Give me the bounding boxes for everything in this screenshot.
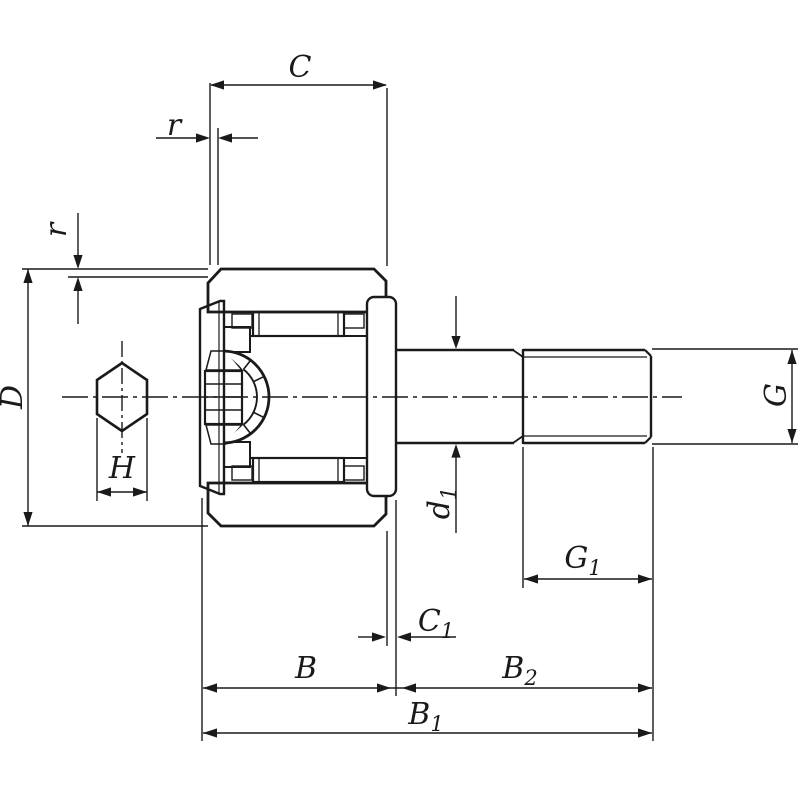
side-washer-plate xyxy=(198,299,226,496)
thread-runout-bottom xyxy=(512,435,524,444)
dimension-H xyxy=(97,487,147,497)
dimension-G1 xyxy=(524,574,652,584)
dimension-extension-lines xyxy=(22,83,798,741)
label-B: B xyxy=(294,651,317,686)
dimension-C1 xyxy=(358,632,456,642)
needle-rollers-and-seals xyxy=(231,310,368,484)
seal-bottom-left xyxy=(231,465,253,481)
seal-bottom-right xyxy=(343,465,365,481)
label-r-left: r xyxy=(39,221,74,237)
dimension-r-top xyxy=(156,133,258,143)
label-d1: d1 xyxy=(422,487,461,520)
label-G1: G1 xyxy=(564,541,601,580)
thread-runout-top xyxy=(512,349,524,358)
label-C1: C1 xyxy=(418,604,454,643)
label-B1: B1 xyxy=(407,697,443,736)
dimension-C xyxy=(210,80,387,90)
label-H: H xyxy=(108,451,136,486)
flange-dome-band xyxy=(223,351,269,443)
seal-top-left xyxy=(231,313,253,329)
dimension-B1 xyxy=(203,728,652,738)
dimension-G xyxy=(787,350,797,443)
stud-flange-head xyxy=(198,299,271,496)
label-B2: B2 xyxy=(501,651,537,690)
dimension-B-B2 xyxy=(203,683,652,693)
label-D: D xyxy=(0,385,30,410)
dimension-D xyxy=(23,269,33,526)
roller-outer-ring-section xyxy=(206,267,388,528)
dimension-r-left xyxy=(73,213,83,324)
label-r-top: r xyxy=(167,108,183,143)
label-G: G xyxy=(759,383,794,407)
dimension-d1 xyxy=(451,296,461,533)
label-C: C xyxy=(289,50,312,85)
dimension-labels: C r D r H G d1 G1 C1 B B2 B1 xyxy=(0,50,794,736)
seal-top-right xyxy=(343,313,365,329)
